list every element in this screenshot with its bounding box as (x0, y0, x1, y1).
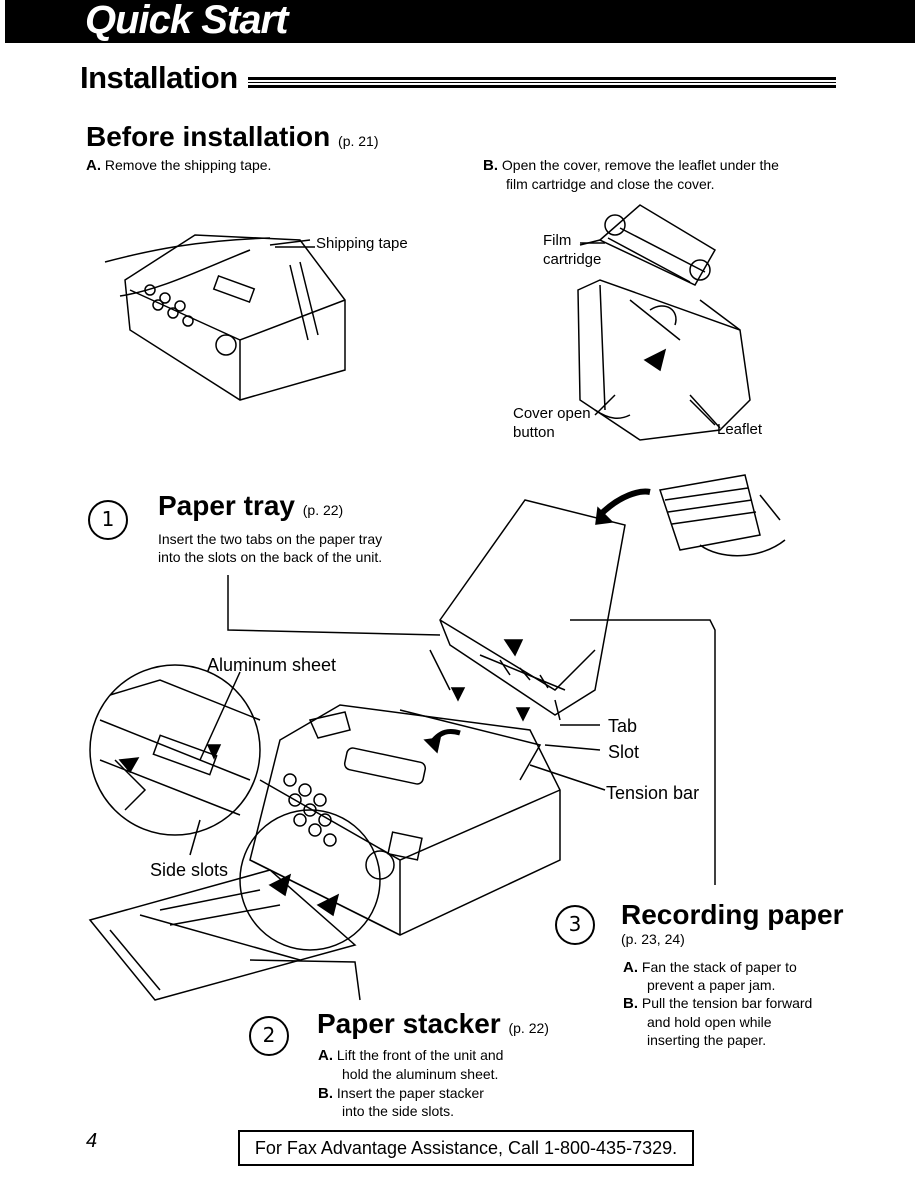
tension-bar-label: Tension bar (606, 783, 700, 803)
recording-step-a-letter: A. (623, 959, 638, 976)
paper-tray-title: Paper tray (158, 490, 295, 521)
stacker-step-b-text-2: into the side slots. (342, 1103, 455, 1119)
paper-stacker-heading: Paper stacker (p. 22) (317, 1008, 549, 1040)
page-number: 4 (86, 1130, 98, 1152)
title-rule-mid (248, 82, 836, 83)
side-slots-label: Side slots (150, 860, 229, 880)
fan-paper-illustration (659, 474, 786, 557)
shipping-tape-label: Shipping tape (316, 235, 408, 252)
film-label-line1: Film (543, 232, 572, 249)
title-rule-bottom (248, 85, 836, 88)
recording-step-b: B. Pull the tension bar forward (623, 994, 812, 1014)
section-title: Installation (80, 60, 238, 95)
paper-tray-illustration (429, 499, 626, 721)
recording-paper-title: Recording paper (621, 899, 844, 930)
before-installation-ref: (p. 21) (338, 133, 379, 149)
before-step-b-letter: B. (483, 157, 498, 174)
paper-tray-text-2: into the slots on the back of the unit. (158, 549, 383, 565)
paper-tray-text-1: Insert the two tabs on the paper tray (158, 531, 383, 547)
tab-label: Tab (608, 716, 638, 736)
assistance-banner: For Fax Advantage Assistance, Call 1-800… (238, 1130, 694, 1166)
fax-unit-illustration (249, 704, 561, 936)
stacker-step-b-text-1: Insert the paper stacker (336, 1085, 484, 1101)
recording-step-a: A. Fan the stack of paper to (623, 958, 797, 978)
before-installation-heading: Before installation (p. 21) (86, 121, 379, 153)
recording-paper-ref: (p. 23, 24) (621, 931, 685, 947)
header-banner (5, 0, 915, 43)
recording-step-b-text-3: inserting the paper. (647, 1032, 767, 1048)
stacker-step-a-letter: A. (318, 1047, 333, 1064)
leaflet-label: Leaflet (717, 421, 763, 438)
recording-step-b-letter: B. (623, 995, 638, 1012)
film-cartridge-illustration (577, 204, 751, 441)
aluminum-sheet-label: Aluminum sheet (207, 655, 337, 675)
slot-label: Slot (608, 742, 640, 762)
title-rule-top (248, 77, 836, 80)
page-header-title: Quick Start (85, 0, 288, 42)
step-3-number: 3 (555, 905, 595, 945)
before-step-a-letter: A. (86, 157, 101, 174)
before-step-b-text-1: Open the cover, remove the leaflet under… (501, 157, 779, 173)
stacker-step-b: B. Insert the paper stacker (318, 1084, 484, 1104)
before-step-a-text: Remove the shipping tape. (104, 157, 272, 173)
recording-step-b-text-1: Pull the tension bar forward (641, 995, 813, 1011)
before-step-a: A. Remove the shipping tape. (86, 156, 271, 176)
paper-tray-ref: (p. 22) (302, 502, 344, 518)
paper-stacker-ref: (p. 22) (508, 1020, 549, 1036)
before-step-b-text-2: film cartridge and close the cover. (506, 176, 715, 192)
stacker-step-b-letter: B. (318, 1085, 333, 1102)
fax-shipping-tape-illustration (104, 234, 346, 401)
recording-step-b-text-2: and hold open while (647, 1014, 772, 1030)
cover-open-label-line2: button (513, 424, 555, 441)
before-step-b: B. Open the cover, remove the leaflet un… (483, 156, 779, 176)
stacker-step-a: A. Lift the front of the unit and (318, 1046, 503, 1066)
film-label-line2: cartridge (543, 251, 602, 268)
recording-step-a-text-1: Fan the stack of paper to (641, 959, 797, 975)
step-1-number: 1 (88, 500, 128, 540)
stacker-step-a-text-1: Lift the front of the unit and (336, 1047, 504, 1063)
before-installation-title: Before installation (86, 121, 331, 152)
cover-open-label-line1: Cover open (513, 405, 591, 422)
paper-tray-heading: Paper tray (p. 22) (158, 490, 343, 522)
paper-stacker-title: Paper stacker (317, 1008, 501, 1039)
paper-stacker-illustration (88, 869, 357, 1001)
step-2-number: 2 (249, 1016, 289, 1056)
stacker-step-a-text-2: hold the aluminum sheet. (342, 1066, 499, 1082)
recording-step-a-text-2: prevent a paper jam. (647, 977, 776, 993)
side-slots-zoom-illustration (89, 664, 261, 836)
